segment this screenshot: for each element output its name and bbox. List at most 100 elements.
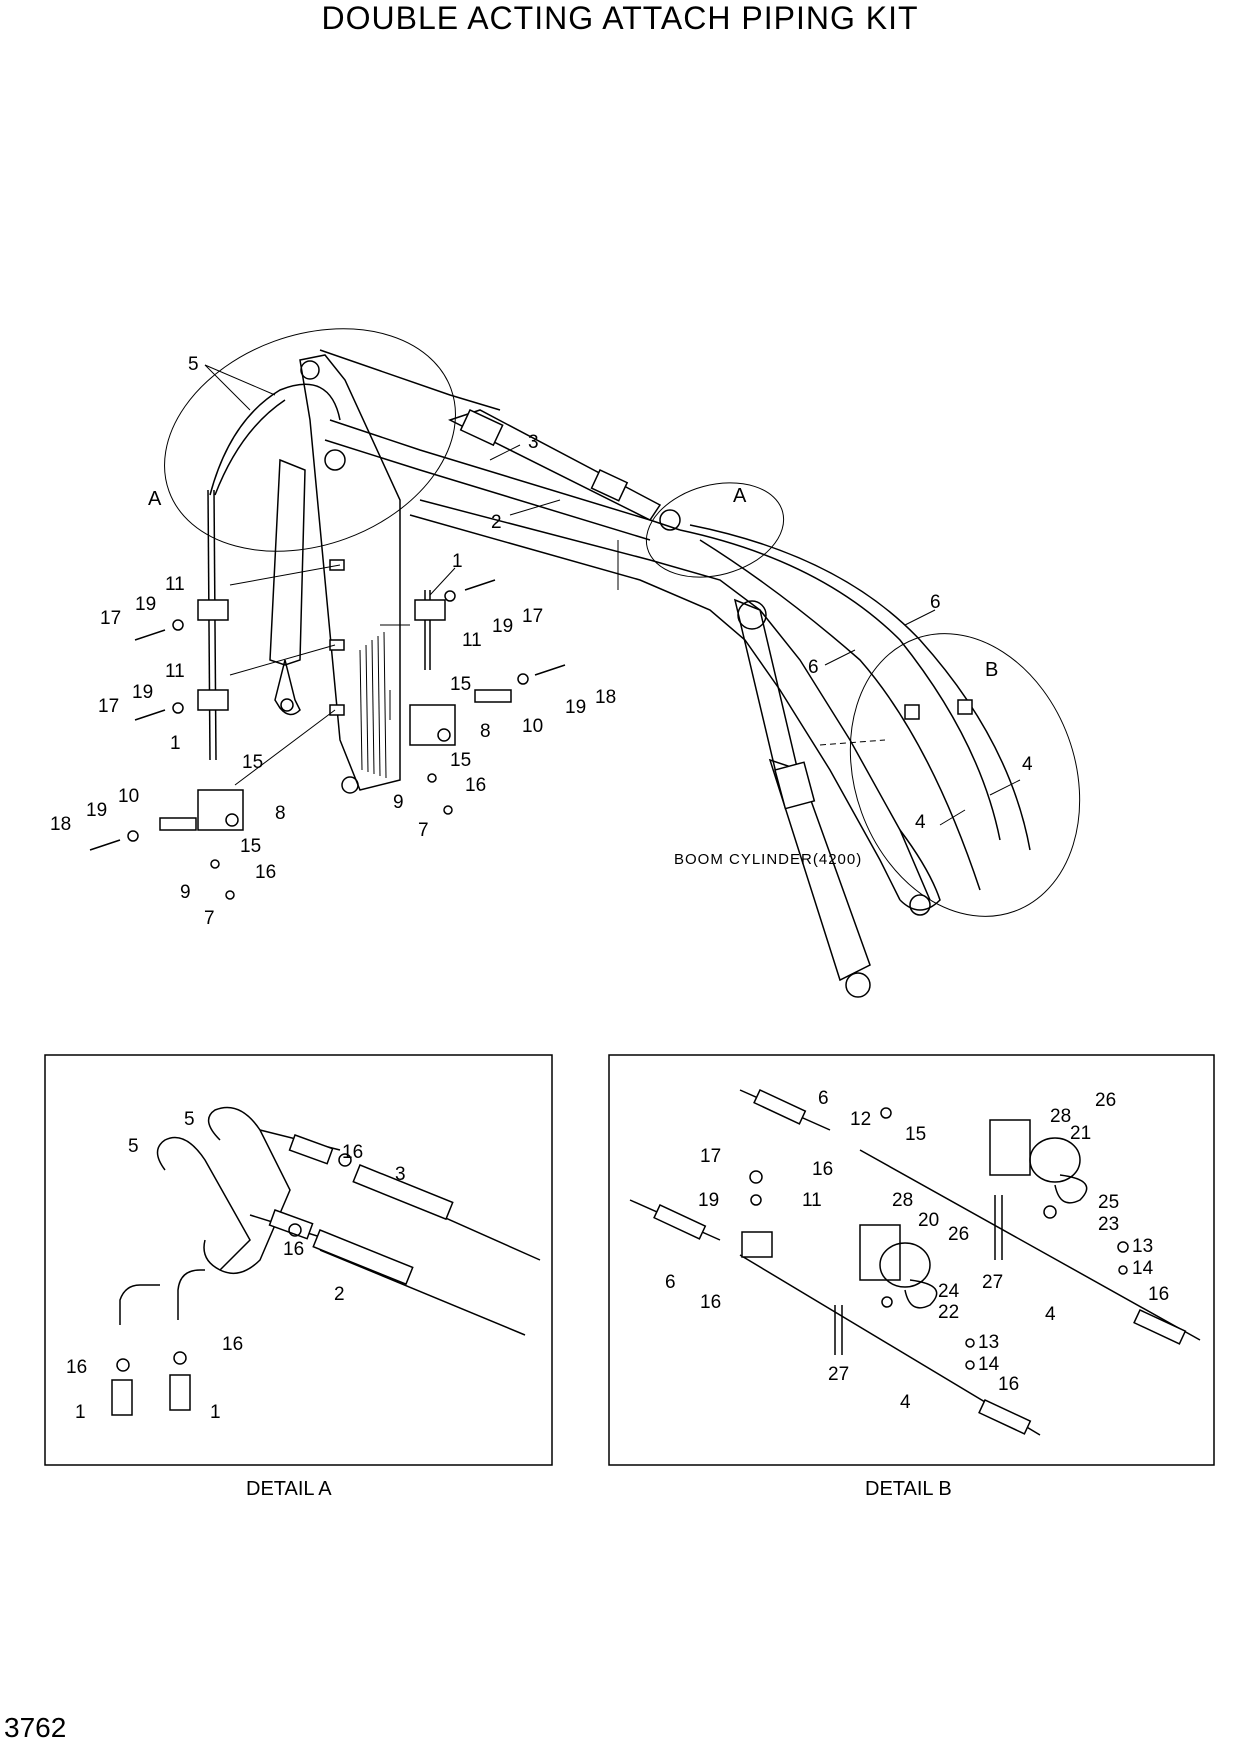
- callout: 11: [165, 574, 185, 595]
- callout: 5: [128, 1136, 139, 1157]
- callout: 25: [1098, 1192, 1119, 1213]
- page-title: DOUBLE ACTING ATTACH PIPING KIT: [321, 0, 919, 36]
- detail-a-panel: 5 5 16 3 16 2 16 16 1 1 DETAIL A: [44, 1054, 553, 1500]
- hoses: [207, 383, 1031, 891]
- detail-a-ellipse-left: [164, 328, 456, 552]
- callout: B: [985, 659, 998, 681]
- callout: 4: [915, 812, 926, 833]
- callout: 8: [275, 803, 286, 824]
- detail-b-ellipse: [849, 633, 1081, 917]
- detail-b-caption: DETAIL B: [865, 1478, 952, 1500]
- callout: 11: [462, 630, 482, 651]
- boom-cylinder-label: BOOM CYLINDER(4200): [674, 851, 862, 868]
- callout: 17: [98, 696, 119, 717]
- callout: 15: [450, 674, 471, 695]
- callout: 19: [698, 1190, 719, 1211]
- callout: 6: [818, 1088, 829, 1109]
- callout: 16: [998, 1374, 1019, 1395]
- callout: 17: [100, 608, 121, 629]
- arm: [299, 349, 681, 794]
- callout: 16: [465, 775, 486, 796]
- bucket-cylinder: [269, 458, 306, 716]
- callout: 3: [528, 432, 539, 453]
- callout: 1: [170, 733, 181, 754]
- callout: 10: [522, 716, 543, 737]
- detail-b-callouts: 6 12 15 28 26 17 21 16 11 19 28 25 20 23…: [665, 1088, 1169, 1413]
- callout: 19: [135, 594, 156, 615]
- callout: 17: [700, 1146, 721, 1167]
- callout: 16: [66, 1357, 87, 1378]
- callout: 15: [905, 1124, 926, 1145]
- callout: 16: [222, 1334, 243, 1355]
- callout: 6: [930, 592, 941, 613]
- callout: 16: [1148, 1284, 1169, 1305]
- callout: 16: [283, 1239, 304, 1260]
- pipe-clamps: [197, 559, 973, 720]
- callout: 18: [50, 814, 71, 835]
- callout: 13: [1132, 1236, 1153, 1257]
- callout: 23: [1098, 1214, 1119, 1235]
- callout: 16: [700, 1292, 721, 1313]
- callout: 1: [210, 1402, 221, 1423]
- callout: 4: [1045, 1304, 1056, 1325]
- callout: 6: [665, 1272, 676, 1293]
- boom-cylinder: [733, 598, 871, 998]
- callout: 7: [418, 820, 429, 841]
- callout: 11: [165, 661, 185, 682]
- callout: 16: [342, 1142, 363, 1163]
- callout: 19: [565, 697, 586, 718]
- callout: 26: [1095, 1090, 1116, 1111]
- callout: 15: [240, 836, 261, 857]
- callout: 4: [900, 1392, 911, 1413]
- callout: 11: [802, 1190, 822, 1211]
- callout: 20: [918, 1210, 939, 1231]
- callout: 1: [452, 551, 463, 572]
- detail-a-caption: DETAIL A: [246, 1478, 332, 1500]
- callout: 8: [480, 721, 491, 742]
- detail-a-callouts: 5 5 16 3 16 2 16 16 1 1: [66, 1109, 406, 1423]
- callout: 2: [491, 512, 502, 533]
- callout: 14: [1132, 1258, 1154, 1279]
- callout: 28: [892, 1190, 913, 1211]
- callout: 6: [808, 657, 819, 678]
- callout: 19: [492, 616, 513, 637]
- callout: 22: [938, 1302, 959, 1323]
- callout: 7: [204, 908, 215, 929]
- callout: 3: [395, 1164, 406, 1185]
- callout: 5: [188, 354, 199, 375]
- callout: 16: [255, 862, 276, 883]
- detail-a-ellipse-right: [645, 482, 785, 578]
- callout: 17: [522, 606, 543, 627]
- callout: 5: [184, 1109, 195, 1130]
- main-assembly: 5 3 A 2 A 1 6 11 19 17 17 19 11 B 6 17 1…: [50, 328, 1081, 998]
- leader-lines: [204, 364, 1021, 826]
- callout: 16: [812, 1159, 833, 1180]
- callout: 21: [1070, 1123, 1091, 1144]
- callout: 15: [450, 750, 471, 771]
- callout: 14: [978, 1354, 1000, 1375]
- callout: 28: [1050, 1106, 1071, 1127]
- callout: 19: [86, 800, 107, 821]
- detail-b-panel: 6 12 15 28 26 17 21 16 11 19 28 25 20 23…: [608, 1054, 1215, 1500]
- callout: 18: [595, 687, 616, 708]
- callout: 19: [132, 682, 153, 703]
- callout: 15: [242, 752, 263, 773]
- callout: 27: [828, 1364, 849, 1385]
- callout: 27: [982, 1272, 1003, 1293]
- callout: A: [148, 488, 162, 510]
- bolts-and-washers: [89, 579, 566, 900]
- page-number: 3762: [4, 1712, 67, 1743]
- boom: [409, 499, 941, 916]
- callout: 9: [180, 882, 191, 903]
- callout: 13: [978, 1332, 999, 1353]
- callout: 10: [118, 786, 139, 807]
- callout: 26: [948, 1224, 969, 1245]
- callout: 12: [850, 1109, 871, 1130]
- main-callouts: 5 3 A 2 A 1 6 11 19 17 17 19 11 B 6 17 1…: [50, 354, 1033, 929]
- callout: 1: [75, 1402, 86, 1423]
- callout: 24: [938, 1281, 960, 1302]
- callout: 2: [334, 1284, 345, 1305]
- valve-blocks: [197, 704, 456, 831]
- callout: A: [733, 485, 747, 507]
